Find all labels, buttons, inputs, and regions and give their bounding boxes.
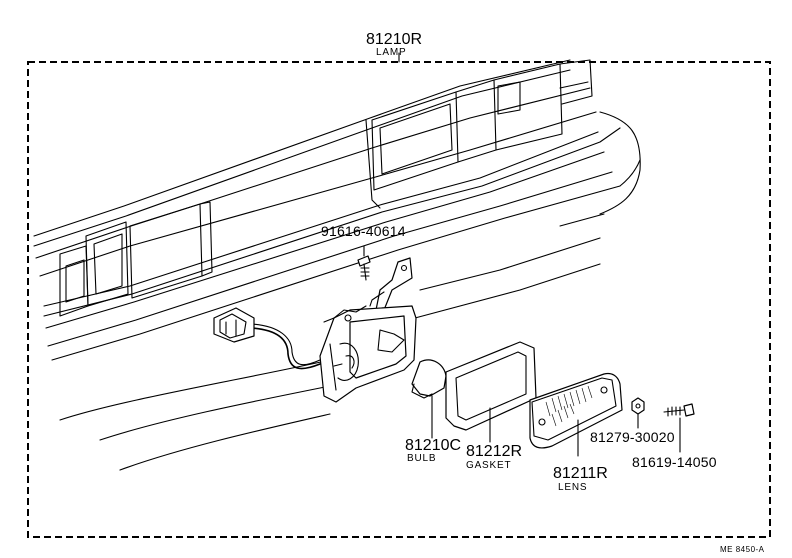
lens-screw-part-number: 81619-14050 — [632, 454, 717, 470]
assembly-boundary — [27, 52, 771, 538]
assembly-part-number: 81210R — [366, 31, 422, 48]
nut-part-number: 81279-30020 — [590, 429, 675, 445]
bulb-name: BULB — [407, 453, 436, 464]
lens-part-number: 81211R — [553, 465, 608, 482]
drawing-code: ME 8450-A — [720, 545, 765, 554]
lens — [529, 372, 623, 457]
assembly-name: LAMP — [376, 47, 406, 58]
gasket-part-number: 81212R — [466, 443, 522, 460]
gasket — [445, 341, 537, 443]
screw-top-part-number: 91616-40614 — [321, 223, 406, 239]
mounting-screw-top — [357, 245, 371, 281]
lamp-mounting-bracket — [369, 257, 413, 311]
gasket-name: GASKET — [466, 460, 511, 471]
bulb — [411, 359, 447, 439]
vehicle-rear-body — [33, 59, 641, 471]
nut — [631, 397, 645, 429]
lens-name: LENS — [558, 482, 587, 493]
lens-screw — [663, 403, 695, 453]
lamp-housing — [319, 305, 417, 403]
bulb-part-number: 81210C — [405, 437, 461, 454]
wire-harness-connector — [213, 307, 321, 370]
